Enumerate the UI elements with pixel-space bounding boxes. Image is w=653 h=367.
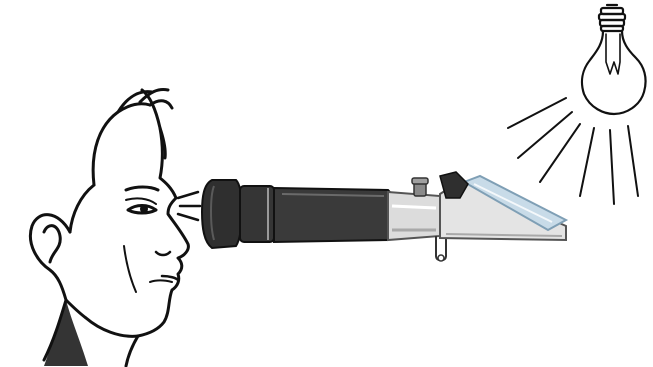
back-of-head xyxy=(70,185,94,232)
jaw-neck xyxy=(66,300,138,336)
focus-ring xyxy=(240,186,274,242)
light-bulb-icon xyxy=(582,5,646,114)
mouth xyxy=(162,276,178,280)
hair-outline xyxy=(93,104,150,185)
person-head xyxy=(30,90,188,367)
neck-shadow xyxy=(44,300,88,366)
eyepiece xyxy=(202,180,242,248)
metal-barrel xyxy=(388,192,440,240)
nostril xyxy=(156,252,170,255)
refractometer xyxy=(202,172,566,261)
face-profile xyxy=(138,128,188,336)
sight-lines-icon xyxy=(178,192,200,220)
eyebrow xyxy=(126,187,158,190)
